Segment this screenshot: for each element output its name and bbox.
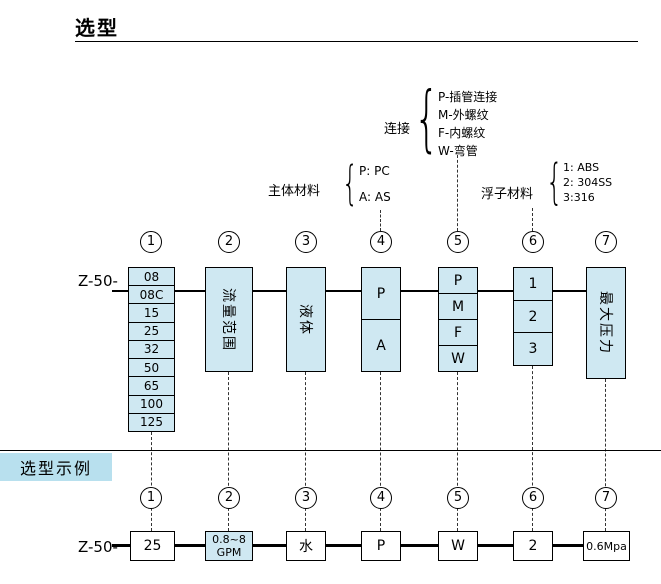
float-material-option: 1: ABS (563, 161, 600, 174)
connection-box: P M F W (438, 267, 478, 372)
example-float-box: 2 (513, 531, 553, 561)
example-liquid-box: 水 (286, 531, 326, 561)
flow-range-label: 流量范围 (220, 287, 236, 352)
float-material-brace: { (546, 154, 563, 210)
size-option: 08C (129, 285, 174, 303)
float-material-option: 2: 304SS (563, 176, 613, 189)
example-pressure-box: 0.6Mpa (583, 531, 630, 561)
row1-connector-line (112, 290, 586, 292)
float-material-cell: 1 (528, 275, 538, 292)
body-material-cell: P (376, 285, 386, 302)
step-circle-1: 1 (140, 231, 162, 253)
drop-line-6 (532, 366, 533, 531)
step-circle-4: 4 (370, 231, 392, 253)
example-circle-6: 6 (522, 487, 544, 509)
body-material-box: P A (361, 267, 401, 372)
flow-range-box: 流量范围 (205, 267, 253, 372)
float-material-annotation-label: 浮子材料 (481, 187, 534, 202)
float-material-cell: 3 (514, 332, 552, 365)
example-flow-unit: GPM (216, 546, 242, 559)
size-option: 08 (143, 269, 160, 284)
drop-line-2 (228, 372, 229, 531)
drop-line-1 (151, 432, 152, 531)
drop-line-5 (457, 372, 458, 531)
max-pressure-label: 最大压力 (597, 291, 613, 355)
example-connection-box: W (438, 531, 478, 561)
drop-line-3 (305, 372, 306, 531)
size-option: 65 (129, 376, 174, 394)
size-option: 32 (129, 339, 174, 358)
example-circle-1: 1 (140, 487, 162, 509)
connection-cell: F (439, 319, 477, 345)
example-flow-box: 0.8~8 GPM (205, 531, 253, 561)
body-material-cell: A (362, 319, 400, 371)
float-material-box: 1 2 3 (513, 267, 553, 366)
size-option: 15 (129, 303, 174, 321)
body-material-annotation-label: 主体材料 (268, 184, 321, 199)
example-circle-7: 7 (595, 487, 617, 509)
drop-line-7 (605, 379, 606, 531)
connection-option: M-外螺纹 (438, 108, 489, 122)
example-circle-2: 2 (218, 487, 240, 509)
example-circle-4: 4 (370, 487, 392, 509)
size-options-box: 08 08C 15 25 32 50 65 100 125 (128, 267, 175, 432)
connection-cell: W (439, 345, 477, 371)
connection-option: F-内螺纹 (438, 126, 486, 140)
page-title: 选型 (75, 16, 119, 40)
body-material-brace: { (342, 156, 359, 210)
connection-option: P-插管连接 (438, 90, 498, 104)
example-size-box: 25 (130, 531, 175, 561)
example-section-label: 选型示例 (0, 453, 112, 481)
drop-line-4 (380, 372, 381, 531)
body-material-connector-line (380, 210, 381, 231)
connection-cell: P (453, 272, 463, 289)
example-model-prefix: Z-50- (78, 538, 118, 556)
step-circle-2: 2 (218, 231, 240, 253)
step-circle-6: 6 (522, 231, 544, 253)
step-circle-3: 3 (295, 231, 317, 253)
float-material-option: 3:316 (563, 191, 595, 204)
size-option: 100 (129, 394, 174, 413)
title-underline (75, 41, 638, 42)
example-body-box: P (361, 531, 401, 561)
max-pressure-box: 最大压力 (586, 267, 626, 379)
liquid-box: 液体 (286, 267, 326, 372)
step-circle-5: 5 (447, 231, 469, 253)
example-circle-3: 3 (295, 487, 317, 509)
size-option: 50 (129, 358, 174, 376)
liquid-label: 液体 (297, 303, 313, 336)
section-separator-line (0, 450, 661, 451)
float-material-connector-line (532, 208, 533, 231)
example-circle-5: 5 (447, 487, 469, 509)
connection-connector-line (457, 155, 458, 231)
size-option: 125 (129, 412, 174, 431)
body-material-option: P: PC (359, 164, 390, 178)
example-flow-value: 0.8~8 (212, 533, 246, 546)
connection-brace: { (414, 76, 440, 160)
float-material-cell: 2 (514, 299, 552, 333)
size-option: 25 (129, 321, 174, 340)
example-connector-line (112, 544, 583, 547)
body-material-option: A: AS (359, 190, 391, 204)
model-prefix: Z-50- (78, 272, 118, 290)
connection-annotation-label: 连接 (384, 122, 411, 137)
step-circle-7: 7 (595, 231, 617, 253)
connection-cell: M (439, 293, 477, 319)
connection-option: W-弯管 (438, 144, 478, 158)
